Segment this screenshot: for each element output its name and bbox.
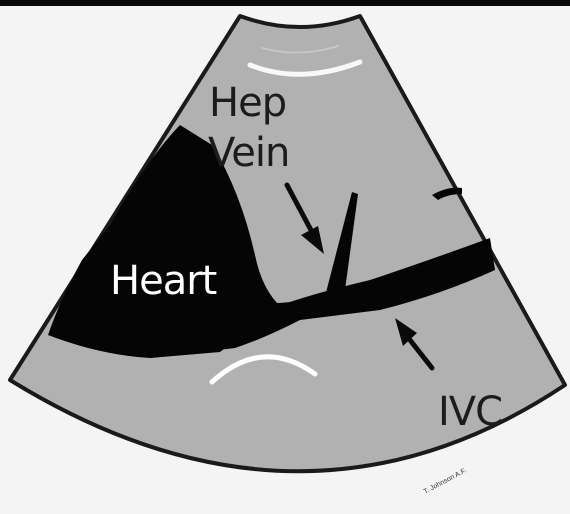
label-ivc: IVC <box>438 389 502 435</box>
top-border <box>0 0 570 6</box>
label-hep: Hep <box>209 80 286 126</box>
author-credit: T. Johnson A.F. <box>423 467 468 495</box>
label-heart: Heart <box>110 258 217 304</box>
label-vein: Vein <box>208 130 289 176</box>
